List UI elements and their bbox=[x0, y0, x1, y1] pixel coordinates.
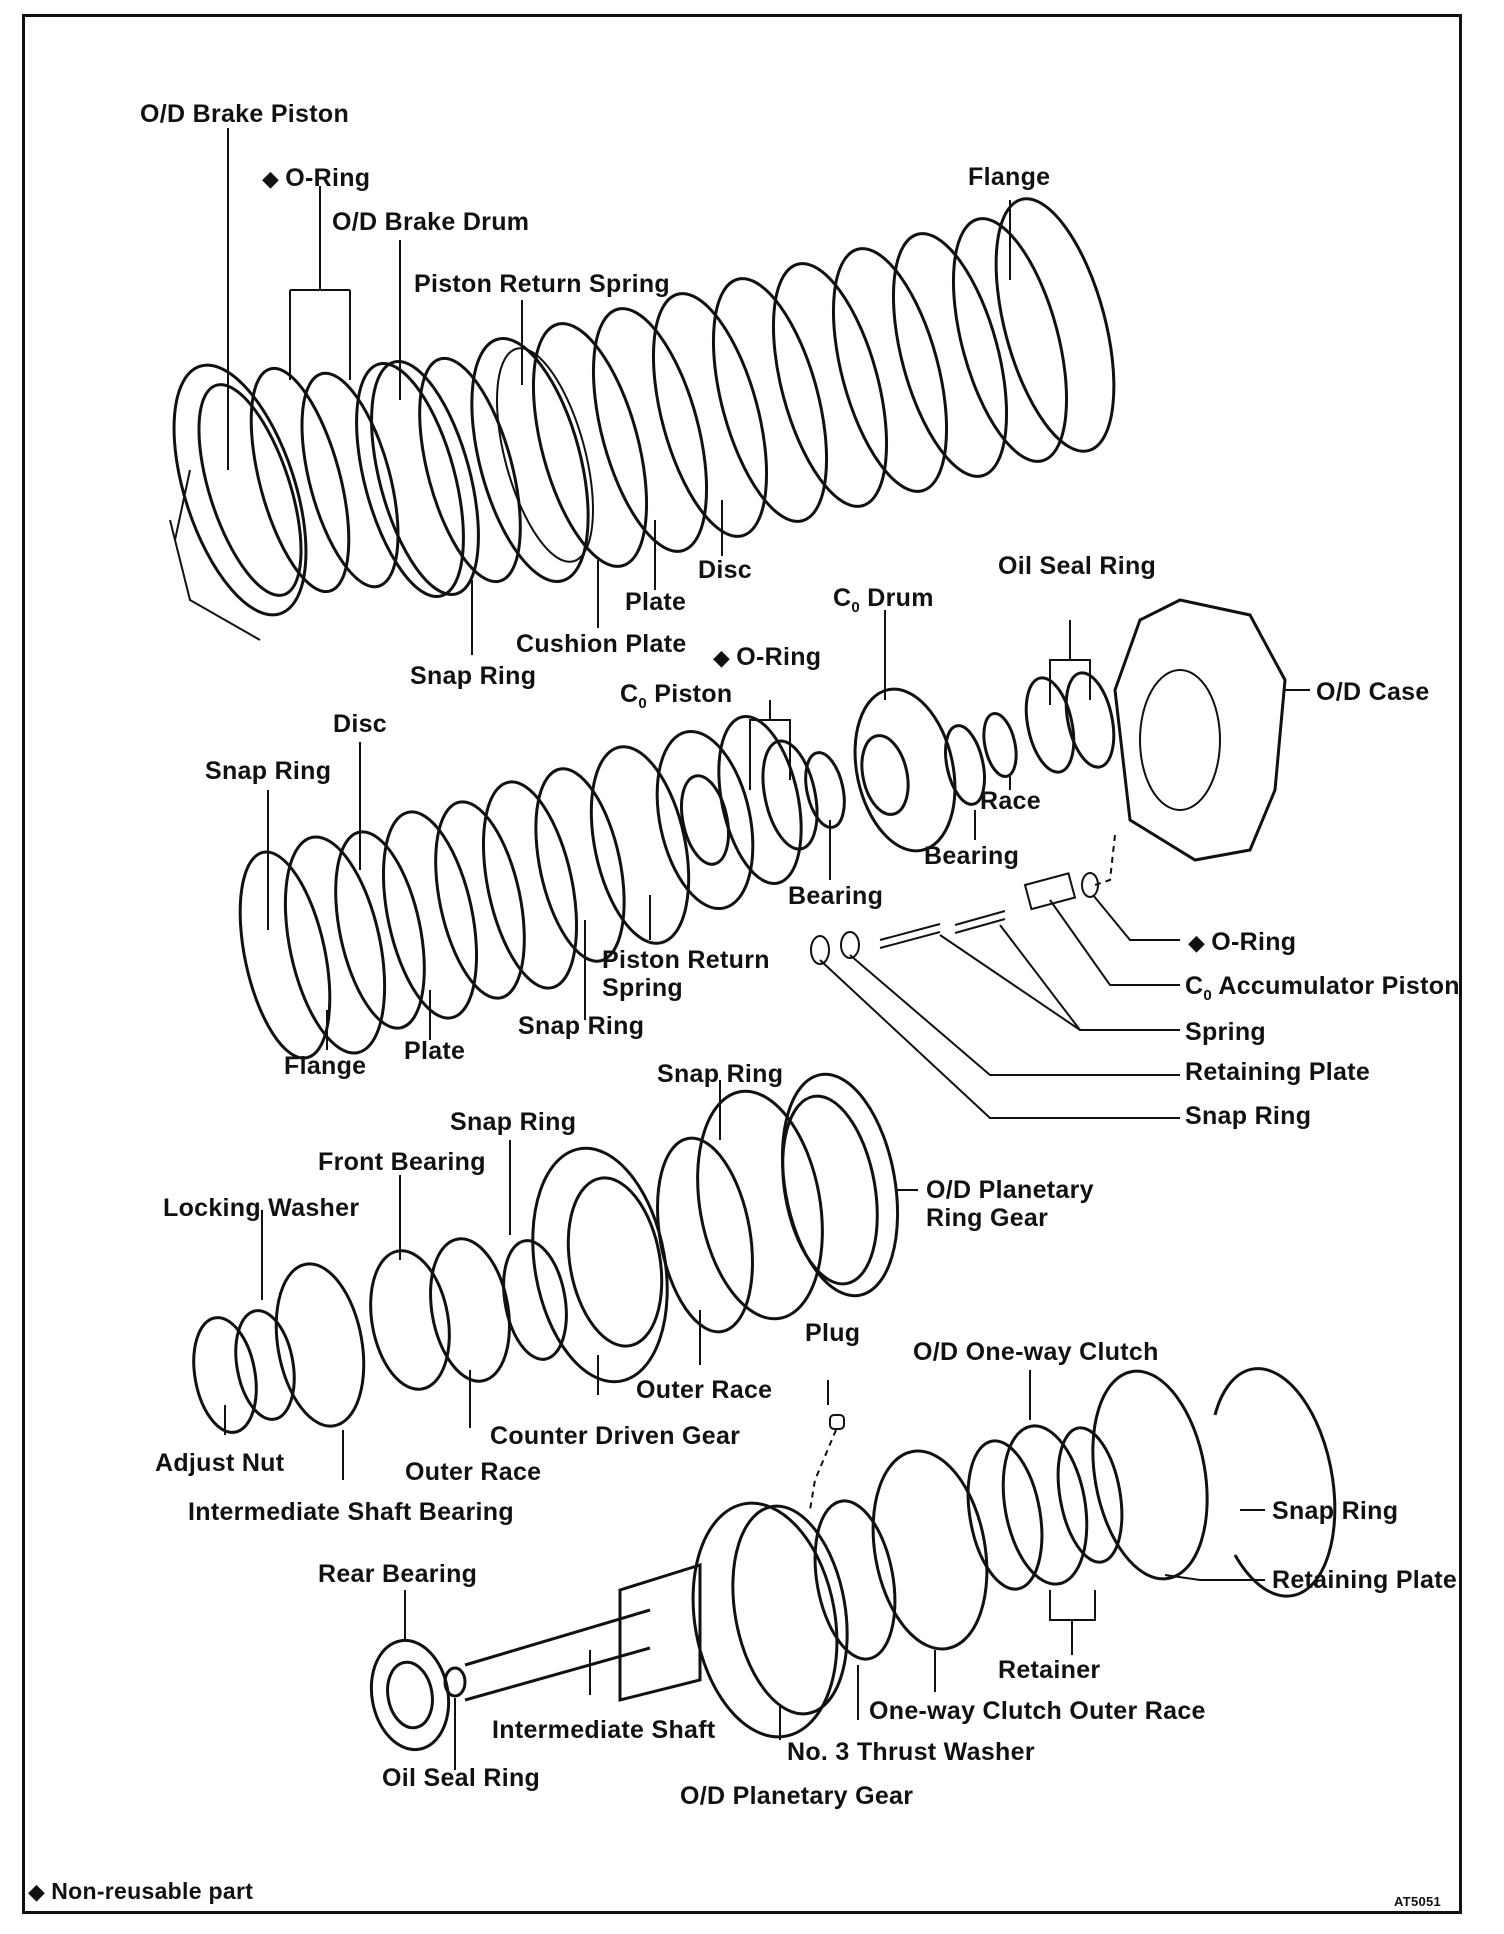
label-no3-thrust-washer: No. 3 Thrust Washer bbox=[787, 1738, 1035, 1766]
label-c0-accumulator-piston: C0 Accumulator Piston bbox=[1185, 972, 1460, 1004]
bearing-race-oil-seal-parts bbox=[944, 671, 1116, 806]
label-snap-ring-mid-left: Snap Ring bbox=[205, 757, 332, 785]
label-snap-ring-mid: Snap Ring bbox=[518, 1012, 645, 1040]
leader-lines-top bbox=[227, 128, 1011, 655]
label-c0-drum: C0 Drum bbox=[833, 584, 934, 616]
label-retainer: Retainer bbox=[998, 1656, 1101, 1684]
label-counter-driven-gear: Counter Driven Gear bbox=[490, 1422, 741, 1450]
label-snap-ring-bottom: Snap Ring bbox=[1272, 1497, 1399, 1525]
label-flange-top: Flange bbox=[968, 163, 1051, 191]
o-ring-parts-top bbox=[249, 366, 400, 594]
label-od-planetary-ring-gear: O/D Planetary Ring Gear bbox=[926, 1176, 1094, 1232]
thrust-washer-and-one-way-clutch-parts bbox=[813, 1367, 1337, 1661]
non-reusable-diamond-icon: ◆ bbox=[1188, 930, 1206, 955]
non-reusable-diamond-icon: ◆ bbox=[713, 645, 731, 670]
label-spring: Spring bbox=[1185, 1018, 1266, 1046]
label-plate-mid: Plate bbox=[404, 1037, 466, 1065]
od-case-part bbox=[1113, 598, 1287, 862]
label-retaining-plate-bottom: Retaining Plate bbox=[1272, 1566, 1458, 1594]
label-snap-ring-lower: Snap Ring bbox=[450, 1108, 577, 1136]
c0-clutch-stack bbox=[238, 714, 846, 1060]
label-bearing-mid: Bearing bbox=[788, 882, 884, 910]
label-plate-top: Plate bbox=[625, 588, 687, 616]
counter-driven-gear-part bbox=[531, 1146, 669, 1384]
label-o-ring-right: ◆O-Ring bbox=[1188, 928, 1297, 956]
label-od-one-way-clutch: O/D One-way Clutch bbox=[913, 1338, 1159, 1366]
non-reusable-diamond-icon: ◆ bbox=[28, 1879, 46, 1904]
label-intermediate-shaft-bearing: Intermediate Shaft Bearing bbox=[188, 1498, 514, 1526]
label-one-way-clutch-outer-race: One-way Clutch Outer Race bbox=[869, 1697, 1206, 1725]
label-cushion-plate: Cushion Plate bbox=[516, 630, 687, 658]
outer-race-and-snap-ring-lower bbox=[656, 1089, 824, 1334]
label-locking-washer: Locking Washer bbox=[163, 1194, 360, 1222]
od-planetary-ring-gear-part bbox=[780, 1072, 900, 1298]
label-od-planetary-gear: O/D Planetary Gear bbox=[680, 1782, 914, 1810]
label-front-bearing: Front Bearing bbox=[318, 1148, 486, 1176]
label-disc-mid: Disc bbox=[333, 710, 388, 738]
leader-lines-middle bbox=[267, 610, 1310, 1119]
label-snap-ring-lower-top: Snap Ring bbox=[657, 1060, 784, 1088]
label-od-brake-piston: O/D Brake Piston bbox=[140, 100, 350, 128]
flange-part-top bbox=[994, 197, 1116, 453]
label-plug: Plug bbox=[805, 1319, 861, 1347]
label-flange-mid: Flange bbox=[284, 1052, 367, 1080]
non-reusable-diamond-icon: ◆ bbox=[262, 166, 280, 191]
label-o-ring-top: ◆O-Ring bbox=[262, 164, 371, 192]
label-adjust-nut: Adjust Nut bbox=[155, 1449, 285, 1477]
plates-and-discs-top bbox=[531, 217, 1069, 568]
label-piston-return-spring-top: Piston Return Spring bbox=[414, 270, 670, 298]
figure-code: AT5051 bbox=[1394, 1894, 1442, 1909]
label-intermediate-shaft: Intermediate Shaft bbox=[492, 1716, 716, 1744]
intermediate-shaft-bearing-assembly bbox=[192, 1237, 568, 1434]
od-brake-drum-part bbox=[355, 356, 522, 598]
label-disc-top: Disc bbox=[698, 556, 753, 584]
legend-non-reusable: ◆Non-reusable part bbox=[28, 1878, 254, 1904]
leader-lines-lower bbox=[224, 1080, 918, 1480]
label-oil-seal-ring-top: Oil Seal Ring bbox=[998, 552, 1157, 580]
c0-drum-part bbox=[853, 687, 957, 853]
plug-part bbox=[809, 1414, 845, 1511]
label-o-ring-mid: ◆O-Ring bbox=[713, 643, 822, 671]
label-outer-race-right: Outer Race bbox=[636, 1376, 773, 1404]
label-od-brake-drum: O/D Brake Drum bbox=[332, 208, 530, 236]
label-c0-piston: C0 Piston bbox=[620, 680, 733, 712]
leader-lines-bottom bbox=[404, 1370, 1265, 1770]
label-oil-seal-ring-bottom: Oil Seal Ring bbox=[382, 1764, 541, 1792]
label-retaining-plate-mid: Retaining Plate bbox=[1185, 1058, 1371, 1086]
piston-return-spring-part-top bbox=[470, 337, 594, 583]
label-snap-ring-top: Snap Ring bbox=[410, 662, 537, 690]
label-outer-race-left: Outer Race bbox=[405, 1458, 542, 1486]
label-race: Race bbox=[980, 787, 1041, 815]
label-piston-return-spring-mid: Piston Return Spring bbox=[602, 946, 770, 1002]
label-rear-bearing: Rear Bearing bbox=[318, 1560, 478, 1588]
od-brake-piston-part bbox=[169, 363, 308, 641]
label-snap-ring-mid-right: Snap Ring bbox=[1185, 1102, 1312, 1130]
diagram-frame bbox=[22, 14, 1462, 1914]
label-od-case: O/D Case bbox=[1316, 678, 1430, 706]
label-bearing-mid-right: Bearing bbox=[924, 842, 1020, 870]
od-planetary-gear-shaft-assembly bbox=[369, 1501, 849, 1752]
